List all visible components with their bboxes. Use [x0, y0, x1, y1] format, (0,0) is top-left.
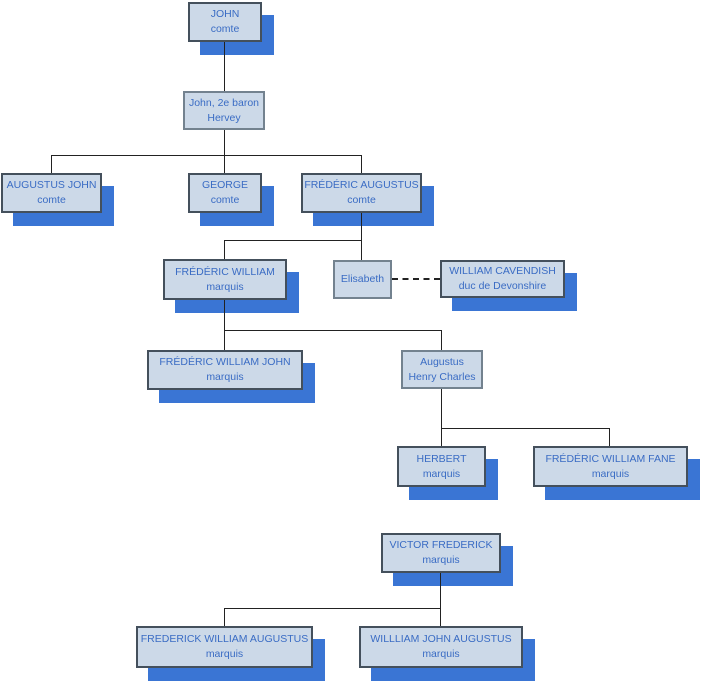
person-title: comte: [210, 194, 240, 206]
person-name: JOHN: [210, 8, 240, 20]
node-augustus-john[interactable]: AUGUSTUS JOHN comte: [1, 173, 102, 213]
person-name: WILLLIAM JOHN AUGUSTUS: [370, 633, 512, 645]
person-title: marquis: [206, 371, 244, 383]
person-name: VICTOR FREDERICK: [389, 539, 493, 551]
node-willliam-john-augustus[interactable]: WILLLIAM JOHN AUGUSTUS marquis: [359, 626, 523, 668]
connector-augustus-henry-charles-stem: [441, 389, 442, 446]
node-victor-frederick[interactable]: VICTOR FREDERICK marquis: [381, 533, 501, 573]
person-name: HERBERT: [416, 452, 467, 465]
person-name: GEORGE: [201, 179, 249, 191]
person-name: FRÉDÉRIC AUGUSTUS: [304, 179, 419, 191]
connector-drop-frederic-william: [224, 240, 225, 259]
connector-drop-frederic-william-fane: [609, 428, 610, 446]
connector-row8-horizontal: [224, 608, 441, 609]
connector-victor-frederick-stem: [440, 573, 441, 608]
node-john[interactable]: JOHN comte: [188, 2, 262, 42]
person-name: FRÉDÉRIC WILLIAM: [175, 265, 275, 278]
person-title: Henry Charles: [408, 370, 476, 383]
connector-drop-willliam-john-augustus: [440, 608, 441, 626]
person-title: comte: [210, 23, 240, 35]
person-title: marquis: [422, 467, 461, 480]
node-frederic-william[interactable]: FRÉDÉRIC WILLIAM marquis: [163, 259, 287, 300]
person-title: marquis: [206, 280, 244, 293]
person-name: FRÉDÉRIC WILLIAM JOHN: [159, 356, 291, 368]
connector-frederic-augustus-stem: [361, 213, 362, 260]
person-title: marquis: [591, 467, 630, 480]
person-title: marquis: [422, 554, 460, 566]
person-name: FRÉDÉRIC WILLIAM FANE: [545, 452, 676, 465]
connector-drop-frederic-william-john: [224, 330, 225, 350]
connector-drop-augustus-john: [51, 155, 52, 173]
node-elisabeth[interactable]: Elisabeth: [333, 260, 392, 299]
node-frederic-augustus[interactable]: FRÉDÉRIC AUGUSTUS comte: [301, 173, 422, 213]
connector-frederic-william-stem: [224, 300, 225, 330]
person-title: Hervey: [207, 111, 241, 124]
connector-row4-horizontal: [224, 240, 362, 241]
node-frederick-william-augustus[interactable]: FREDERICK WILLIAM AUGUSTUS marquis: [136, 626, 313, 668]
node-frederic-william-fane[interactable]: FRÉDÉRIC WILLIAM FANE marquis: [533, 446, 688, 487]
connector-drop-frederic-augustus: [361, 155, 362, 173]
marriage-dashed-line: [392, 278, 440, 280]
connector-drop-augustus-henry-charles: [441, 330, 442, 350]
node-augustus-henry-charles[interactable]: Augustus Henry Charles: [401, 350, 483, 389]
connector-hervey-stem: [224, 130, 225, 155]
person-title: comte: [37, 194, 66, 206]
person-name: Augustus: [420, 355, 464, 368]
person-title: duc de Devonshire: [458, 280, 547, 292]
node-herbert[interactable]: HERBERT marquis: [397, 446, 486, 487]
person-name: Elisabeth: [340, 273, 385, 285]
node-frederic-william-john[interactable]: FRÉDÉRIC WILLIAM JOHN marquis: [147, 350, 303, 390]
connector-row6-horizontal: [441, 428, 610, 429]
connector-john-to-hervey: [224, 42, 225, 91]
connector-row3-horizontal: [51, 155, 362, 156]
node-george[interactable]: GEORGE comte: [188, 173, 262, 213]
node-william-cavendish[interactable]: WILLIAM CAVENDISH duc de Devonshire: [440, 260, 565, 298]
person-name: WILLIAM CAVENDISH: [449, 265, 556, 277]
person-name: John, 2e baron: [188, 96, 260, 109]
person-title: marquis: [422, 648, 460, 660]
person-title: marquis: [205, 648, 244, 660]
connector-row5-horizontal: [224, 330, 442, 331]
connector-drop-frederick-william-augustus: [224, 608, 225, 626]
person-name: AUGUSTUS JOHN: [6, 179, 97, 191]
person-title: comte: [347, 194, 376, 206]
connector-drop-george: [224, 155, 225, 173]
node-john-2e-baron-hervey[interactable]: John, 2e baron Hervey: [183, 91, 265, 130]
person-name: FREDERICK WILLIAM AUGUSTUS: [140, 633, 309, 645]
